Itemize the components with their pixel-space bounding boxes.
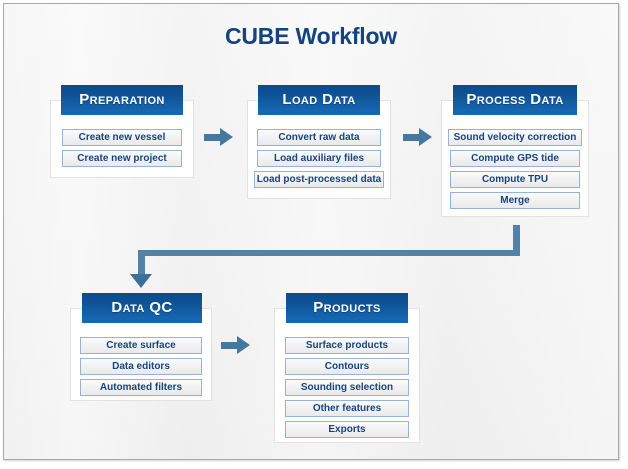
stage-item-sounding-selection[interactable]: Sounding selection: [285, 379, 409, 396]
arrow-head-icon: [237, 336, 250, 354]
connector-data-qc-to-products: [221, 336, 254, 355]
stage-header-load-data: Load Data: [258, 85, 380, 115]
stage-item-merge[interactable]: Merge: [450, 192, 580, 209]
stage-item-compute-tpu[interactable]: Compute TPU: [450, 171, 580, 188]
stage-item-contours[interactable]: Contours: [285, 358, 409, 375]
connector-segment-vertical-left: [138, 250, 145, 276]
arrow-shaft: [204, 134, 224, 141]
stage-header-products: Products: [286, 293, 408, 323]
connector-segment-horizontal: [138, 250, 520, 256]
arrow-head-down-icon: [130, 274, 152, 288]
arrow-shaft: [403, 134, 423, 141]
stage-item-create-new-vessel[interactable]: Create new vessel: [62, 129, 182, 146]
stage-item-automated-filters[interactable]: Automated filters: [80, 379, 202, 396]
stage-item-load-post-processed-data[interactable]: Load post-processed data: [254, 171, 384, 188]
arrow-head-icon: [419, 128, 432, 146]
stage-header-data-qc: Data QC: [82, 293, 202, 323]
connector-preparation-to-load-data: [204, 128, 237, 147]
connector-segment-vertical-right: [513, 225, 520, 250]
stage-item-data-editors[interactable]: Data editors: [80, 358, 202, 375]
stage-item-other-features[interactable]: Other features: [285, 400, 409, 417]
stage-item-sound-velocity-correction[interactable]: Sound velocity correction: [448, 129, 582, 146]
stage-item-load-auxiliary-files[interactable]: Load auxiliary files: [257, 150, 381, 167]
stage-item-convert-raw-data[interactable]: Convert raw data: [257, 129, 381, 146]
connector-load-data-to-process-data: [403, 128, 436, 147]
stage-item-surface-products[interactable]: Surface products: [285, 337, 409, 354]
stage-panel-products: [274, 308, 420, 443]
diagram-canvas: CUBE Workflow Preparation Create new ves…: [3, 3, 619, 460]
stage-item-exports[interactable]: Exports: [285, 421, 409, 438]
stage-item-compute-gps-tide[interactable]: Compute GPS tide: [450, 150, 580, 167]
stage-item-create-new-project[interactable]: Create new project: [62, 150, 182, 167]
stage-item-create-surface[interactable]: Create surface: [80, 337, 202, 354]
page-title: CUBE Workflow: [224, 23, 398, 49]
stage-header-process-data: Process Data: [453, 85, 577, 115]
arrow-head-icon: [220, 128, 233, 146]
arrow-shaft: [221, 342, 241, 349]
stage-header-preparation: Preparation: [61, 85, 183, 115]
